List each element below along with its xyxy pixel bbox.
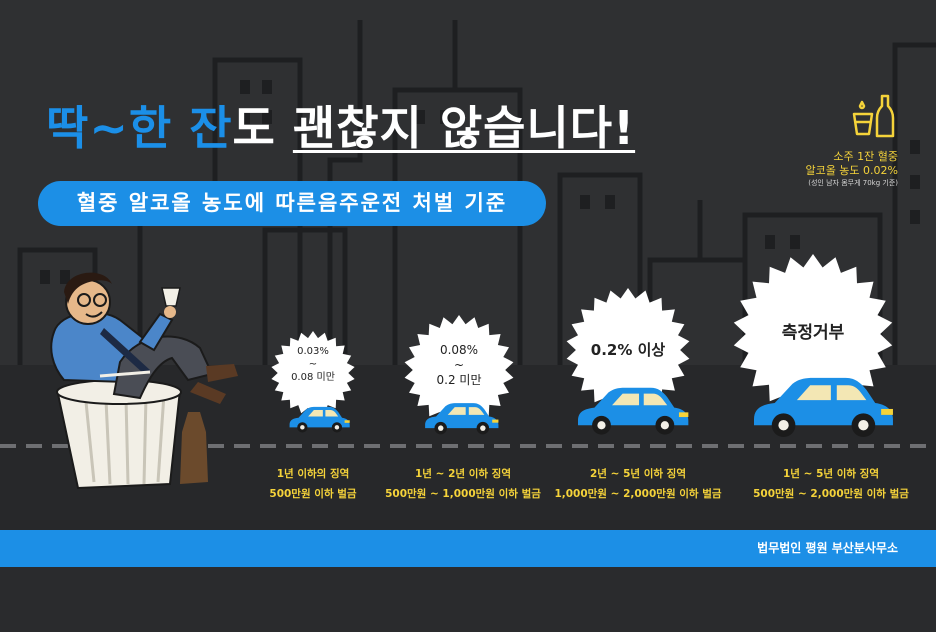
bac-level-4-top: 측정거부 <box>781 323 845 343</box>
car-level-2 <box>425 403 499 435</box>
bac-level-2-mid: ~ <box>453 358 465 372</box>
car-level-4 <box>754 377 893 438</box>
footer-band: 법무법인 평원 부산분사무소 <box>0 530 936 567</box>
penalty-level-1: 1년 이하의 징역 500만원 이하 벌금 <box>243 464 383 504</box>
penalty-level-3-prison: 2년 ~ 5년 이하 징역 <box>590 468 686 480</box>
penalty-level-2: 1년 ~ 2년 이하 징역 500만원 ~ 1,000만원 이하 벌금 <box>378 464 548 504</box>
penalty-level-4-fine: 500만원 ~ 2,000만원 이하 벌금 <box>753 488 909 500</box>
bac-level-2-top: 0.08% <box>439 343 479 357</box>
penalty-level-2-fine: 500만원 ~ 1,000만원 이하 벌금 <box>385 488 541 500</box>
penalty-level-3-fine: 1,000만원 ~ 2,000만원 이하 벌금 <box>554 488 722 500</box>
page-title: 딱~한 잔도 괜찮지 않습니다! <box>46 92 635 158</box>
burst-level-2 <box>404 315 514 425</box>
bac-level-3-top: 0.2% 이상 <box>590 341 666 359</box>
soju-info: 소주 1잔 혈중 알코올 농도 0.02% (성인 남자 몸무게 70kg 기준… <box>805 150 898 188</box>
penalty-level-1-prison: 1년 이하의 징역 <box>276 468 350 480</box>
title-connector: 도 <box>232 101 293 155</box>
penalty-level-2-prison: 1년 ~ 2년 이하 징역 <box>415 468 511 480</box>
bac-level-1: 0.03% ~ 0.08 미만 <box>271 345 355 384</box>
bac-level-4: 측정거부 <box>733 322 893 344</box>
background-bottom <box>0 567 936 632</box>
burst-level-4 <box>733 254 893 414</box>
bac-level-1-bottom: 0.08 미만 <box>291 372 335 383</box>
soju-glass-bottle-icon <box>852 94 895 138</box>
bac-level-2-bottom: 0.2 미만 <box>436 373 482 387</box>
penalty-level-1-fine: 500만원 이하 벌금 <box>269 488 357 500</box>
bac-level-2: 0.08% ~ 0.2 미만 <box>404 343 514 388</box>
soju-info-line1: 소주 1잔 혈중 <box>833 150 898 163</box>
penalty-level-4-prison: 1년 ~ 5년 이하 징역 <box>783 468 879 480</box>
soju-info-line2: 알코올 농도 0.02% <box>805 164 898 177</box>
title-highlight: 딱~한 잔 <box>46 101 233 155</box>
car-level-3 <box>578 387 689 435</box>
law-firm-name: 법무법인 평원 부산분사무소 <box>757 541 898 555</box>
soju-info-note: (성인 남자 몸무게 70kg 기준) <box>808 179 898 187</box>
burst-level-1 <box>271 331 355 415</box>
bac-level-3: 0.2% 이상 <box>566 340 690 360</box>
title-underlined: 괜찮지 않습니다! <box>292 101 636 155</box>
penalty-level-3: 2년 ~ 5년 이하 징역 1,000만원 ~ 2,000만원 이하 벌금 <box>548 464 728 504</box>
bac-level-1-mid: ~ <box>308 359 318 370</box>
subtitle-banner: 혈중 알코올 농도에 따른음주운전 처벌 기준 <box>38 181 546 226</box>
bac-level-1-top: 0.03% <box>297 346 329 357</box>
car-level-1 <box>289 406 350 433</box>
city-outline-illustration <box>17 20 936 365</box>
man-in-trash-can-illustration <box>50 272 238 490</box>
penalty-level-4: 1년 ~ 5년 이하 징역 500만원 ~ 2,000만원 이하 벌금 <box>733 464 929 504</box>
burst-level-3 <box>566 288 690 412</box>
